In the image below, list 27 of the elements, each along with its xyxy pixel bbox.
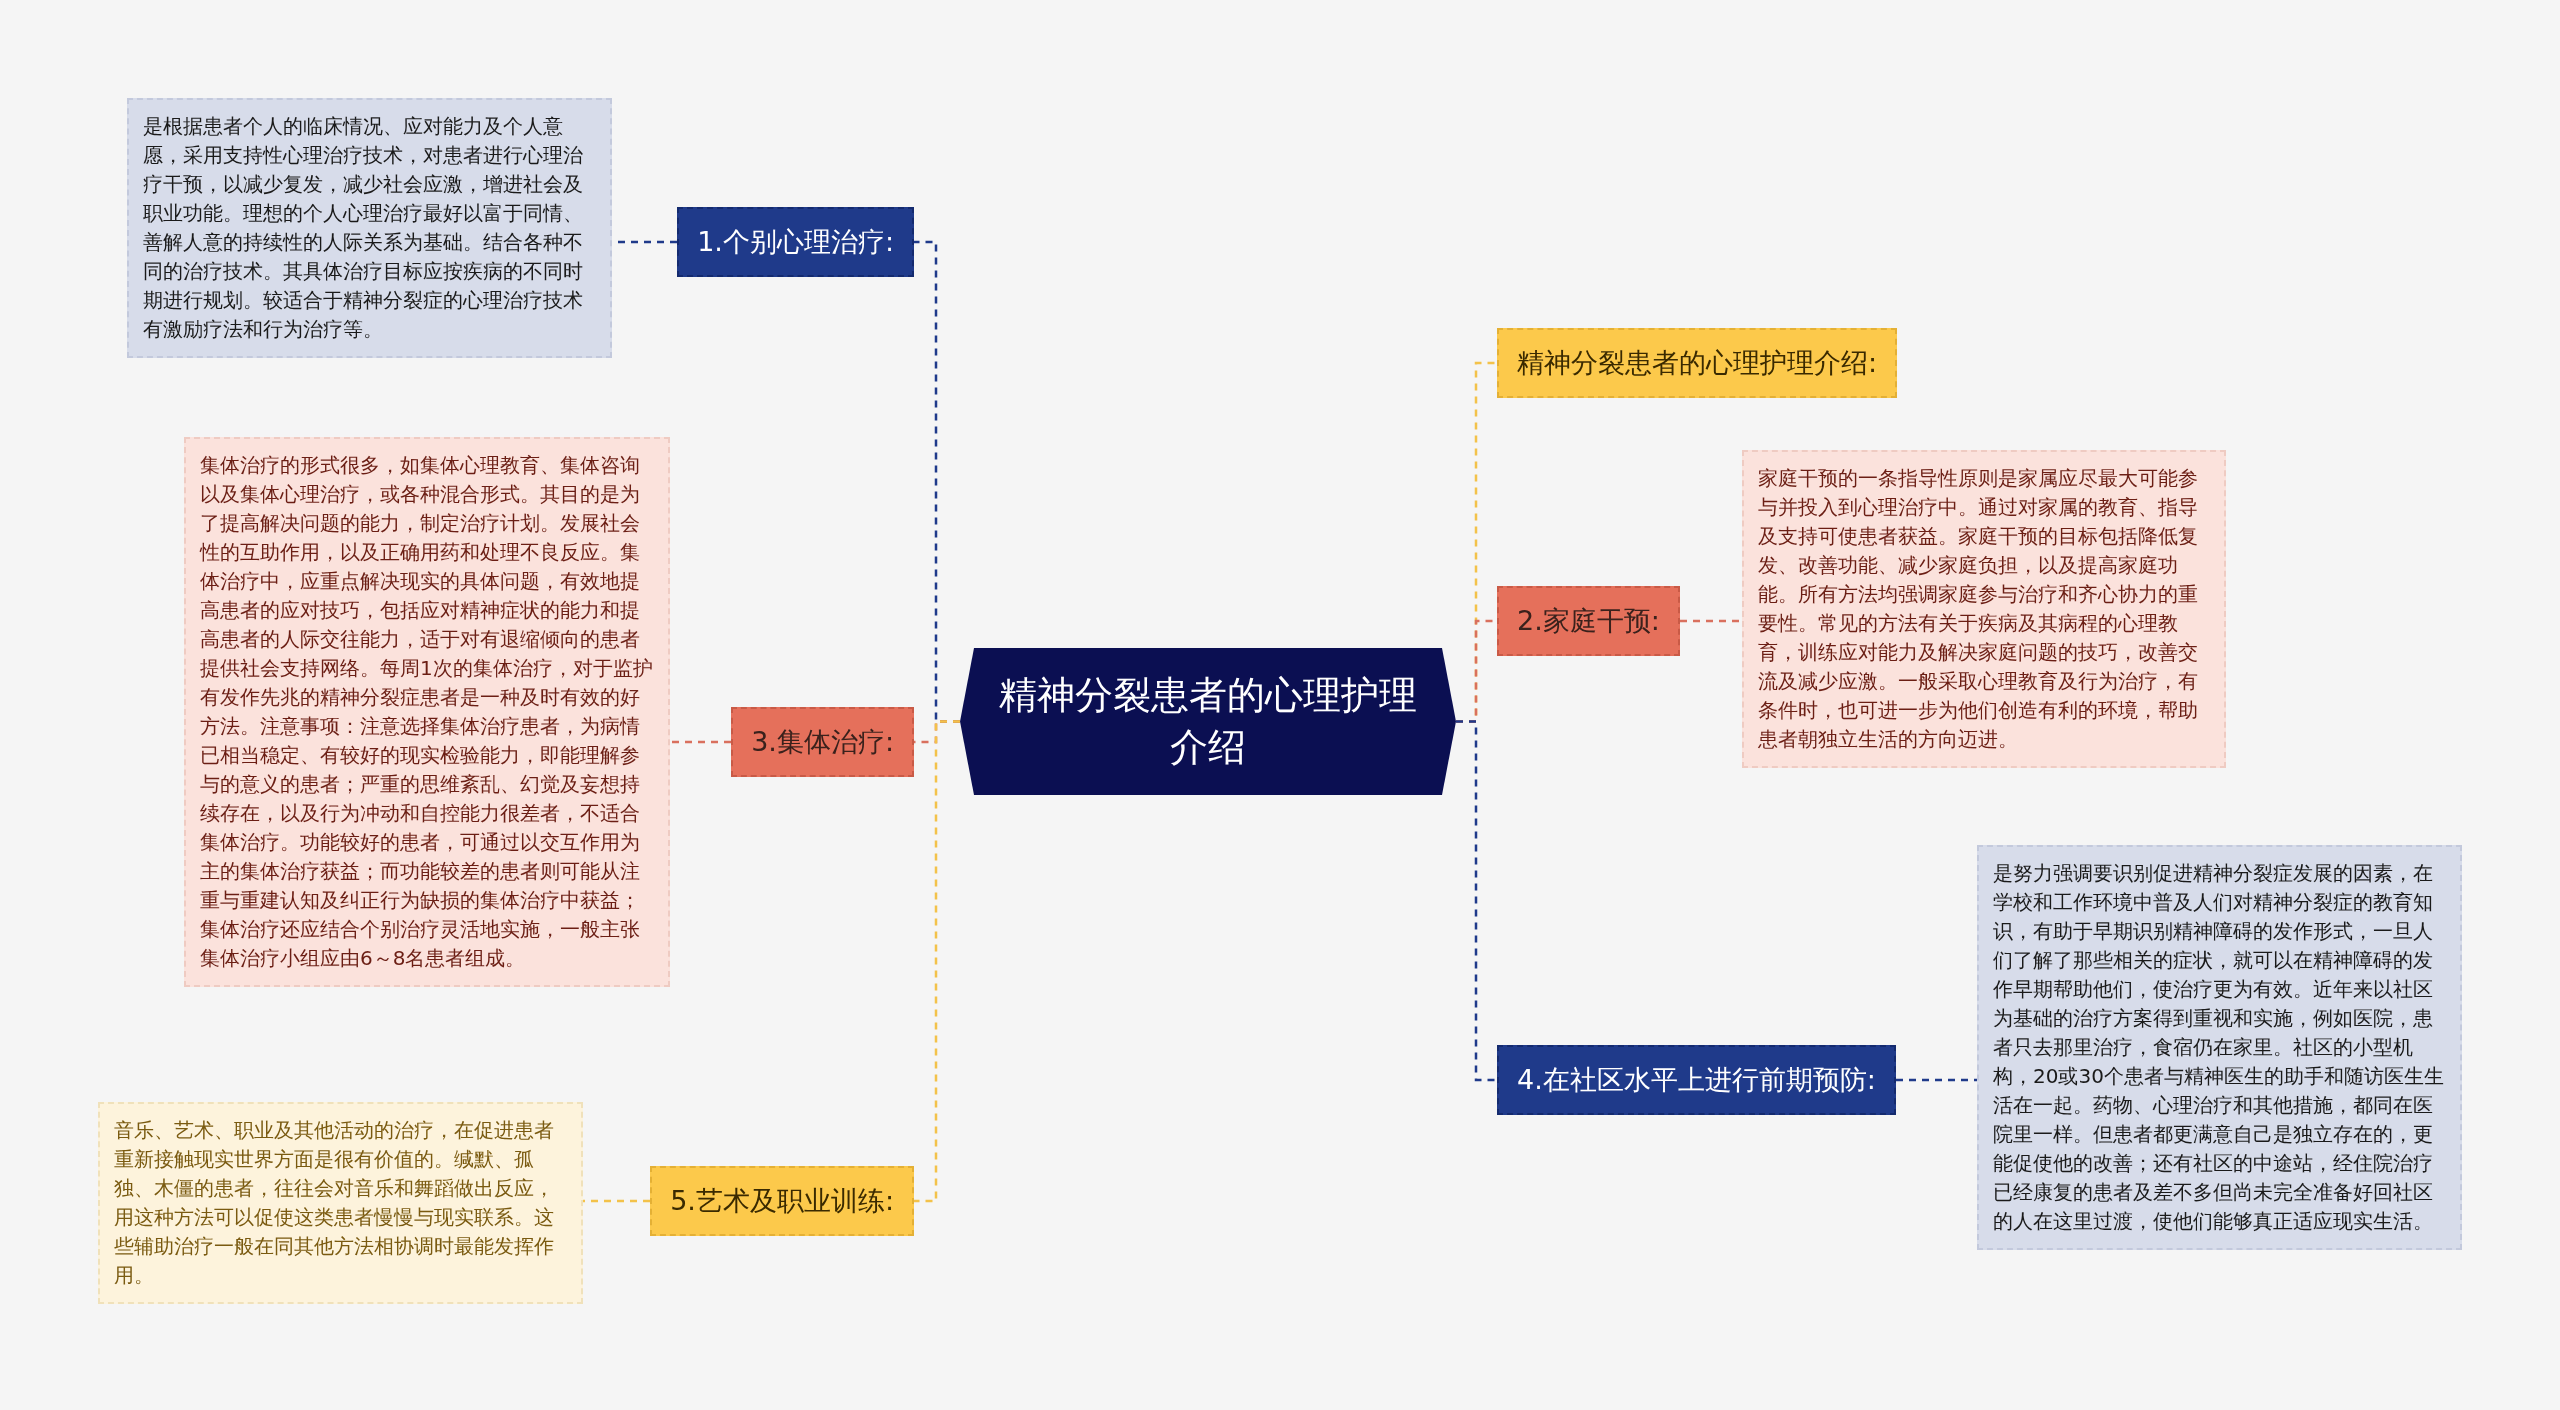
branch-title: 2.家庭干预: [1517, 604, 1660, 638]
note-text: 集体治疗的形式很多，如集体心理教育、集体咨询以及集体心理治疗，或各种混合形式。其目的是为了提高解决问题的能力，制定治疗计划。发展社会性的互助作用，以及正确用药和处理不良反应。集体治疗中，应重点解决现实的具体问题，有效地提高患者的应对技巧，包括应对精神症状的能力和提高患者的人际交往能力，适于对有退缩倾向的患者提供社会支持网络。每周1次的集体治疗，对于监护有发作先兆的精神分裂症患者是一种及时有效的好方法。注意事项：注意选择集体治疗患者，为病情已相当稳定、有较好的现实检验能力，即能理解参与的意义的患者；严重的思维紊乱、幻觉及妄想持续存在，以及行为冲动和自控能力很差者，不适合集体治疗。功能较好的患者，可通过以交互作用为主的集体治疗获益；而功能较差的患者则可能从注重与重建认知及纠正行为缺损的集体治疗中获益；集体治疗还应结合个别治疗灵活地实施，一般主张集体治疗小组应由6～8名患者组成。 [200, 452, 654, 972]
branch-topic [1497, 328, 1898, 398]
branch-title: 1.个别心理治疗: [697, 225, 894, 259]
branch-topic [677, 207, 914, 277]
branch-topic [650, 1166, 914, 1236]
connector-line [670, 740, 731, 744]
note-card [98, 1102, 583, 1304]
connector-line [1680, 619, 1742, 623]
note-text: 音乐、艺术、职业及其他活动的治疗，在促进患者重新接触现实世界方面是很有价值的。缄默、孤独、木僵的患者，往往会对音乐和舞蹈做出反应，用这种方法可以促使这类患者慢慢与现实联系。这些辅助治疗一般在同其他方法相协调时最能发挥作用。 [114, 1117, 555, 1289]
branch-title: 精神分裂患者的心理护理介绍: [1517, 346, 1878, 380]
branch-title: 5.艺术及职业训练: [670, 1184, 894, 1218]
branch-topic [1497, 586, 1680, 656]
branch-title: 4.在社区水平上进行前期预防: [1517, 1063, 1876, 1097]
note-card [127, 98, 612, 358]
branch-title: 3.集体治疗: [751, 725, 894, 759]
connector-line [914, 720, 960, 1203]
branch-topic [1497, 1045, 1896, 1115]
connector-line [1456, 720, 1497, 1082]
note-card [1742, 450, 2226, 768]
connector-line [1896, 1078, 1977, 1082]
note-text: 是根据患者个人的临床情况、应对能力及个人意愿，采用支持性心理治疗技术，对患者进行心理治疗干预，以减少复发，减少社会应激，增进社会及职业功能。理想的个人心理治疗最好以富于同情、善解人意的持续性的人际关系为基础。结合各种不同的治疗技术。其具体治疗目标应按疾病的不同时期进行规划。较适合于精神分裂症的心理治疗技术有激励疗法和行为治疗等。 [143, 113, 584, 343]
topic-title: 精神分裂患者的心理护理介绍 [998, 672, 1418, 771]
note-text: 家庭干预的一条指导性原则是家属应尽最大可能参与并投入到心理治疗中。通过对家属的教育、指导及支持可使患者获益。家庭干预的目标包括降低复发、改善功能、减少家庭负担，以及提高家庭功能。所有方法均强调家庭参与治疗和齐心协力的重要性。常见的方法有关于疾病及其病程的心理教育，训练应对能力及解决家庭问题的技巧，改善交流及减少应激。一般采取心理教育及行为治疗，有条件时，也可进一步为他们创造有利的环境，帮助患者朝独立生活的方向迈进。 [1758, 465, 2199, 753]
connector-line [583, 1199, 650, 1203]
branch-topic [731, 707, 914, 777]
note-text: 是努力强调要识别促进精神分裂症发展的因素，在学校和工作环境中普及人们对精神分裂症的教育知识，有助于早期识别精神障碍的发作形式，一旦人们了解了那些相关的症状，就可以在精神障碍的发作早期帮助他们，使治疗更为有效。近年来以社区为基础的治疗方案得到重视和实施，例如医院，患者只去那里治疗，食宿仍在家里。社区的小型机构，20或30个患者与精神医生的助手和随访医生生活在一起。药物、心理治疗和其他措施，都同在医院里一样。但患者都更满意自己是独立存在的，更能促使他的改善；还有社区的中途站，经住院治疗已经康复的患者及差不多但尚未完全准备好回社区的人在这里过渡，使他们能够真正适应现实生活。 [1993, 860, 2445, 1235]
